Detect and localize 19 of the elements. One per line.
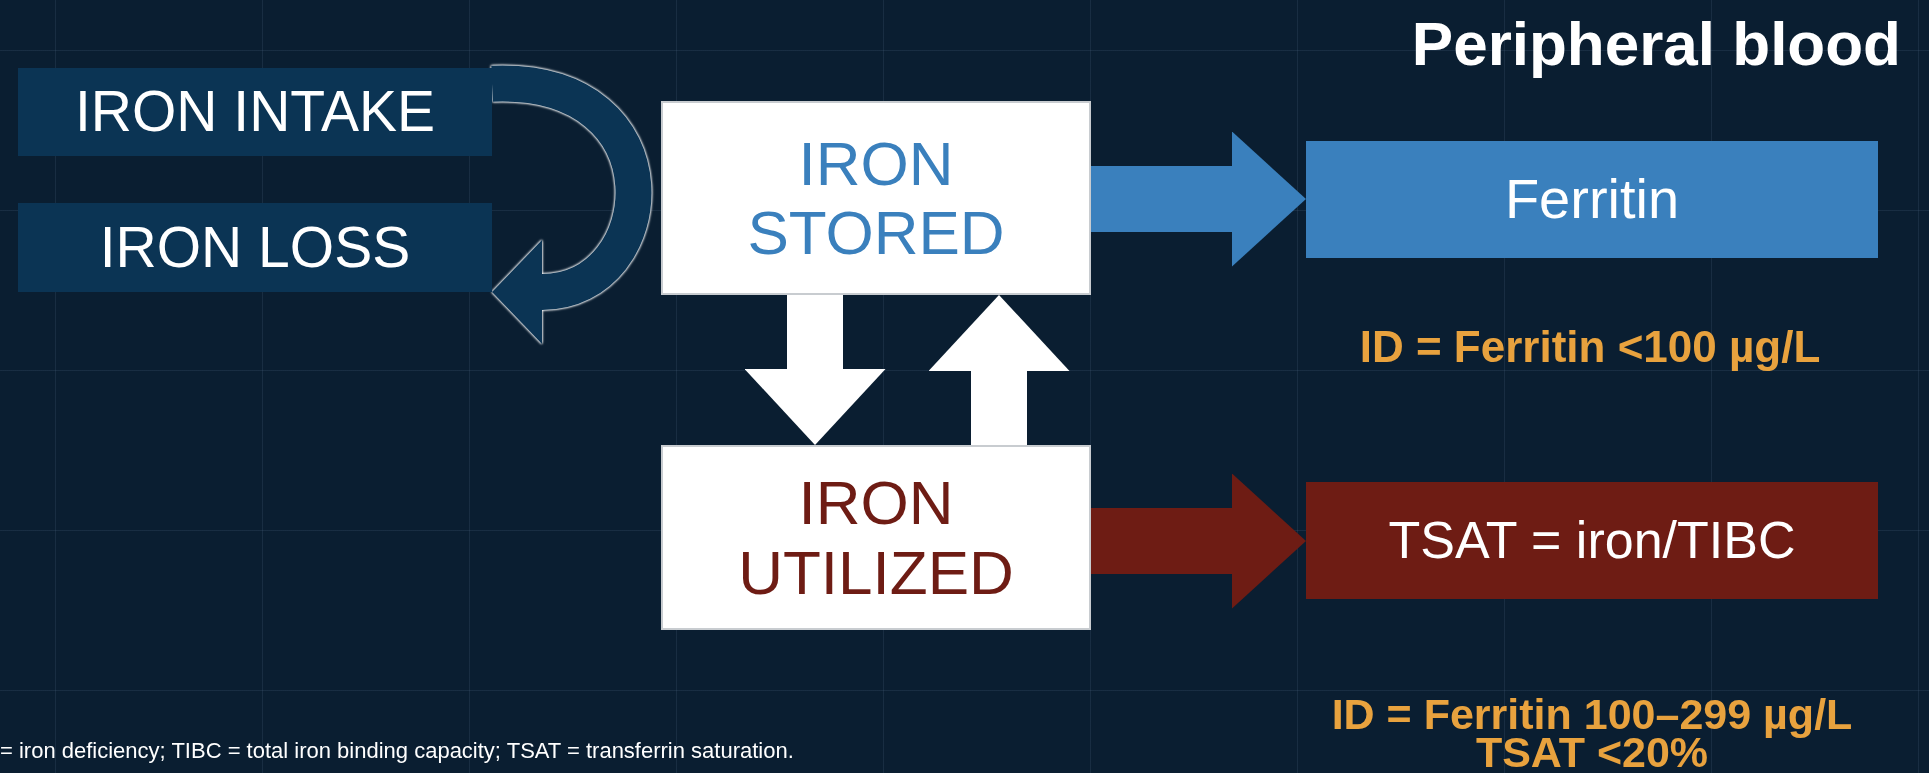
process-box: [661, 101, 1091, 295]
result-box: [1306, 141, 1878, 258]
node-label: IRON INTAKE: [75, 80, 435, 144]
block-arrow: [744, 295, 886, 445]
node-label: Ferritin: [1504, 168, 1680, 231]
footnote: = iron deficiency; TIBC = total iron binding capacity; TSAT = transferrin saturation.: [0, 738, 794, 764]
block-arrow: [1091, 131, 1306, 267]
process-box: [18, 203, 492, 292]
block-arrow: [928, 295, 1070, 445]
title: Peripheral blood: [1411, 8, 1901, 79]
node-label: IRON LOSS: [99, 215, 411, 280]
threshold-note: ID = Ferritin <100 µg/L: [1358, 322, 1822, 372]
result-box: [1306, 482, 1878, 599]
process-box: [661, 445, 1091, 630]
block-arrow: [1091, 473, 1306, 609]
node-label: TSAT = iron/TIBC: [1388, 511, 1796, 570]
node-label: IRON STORED: [746, 128, 1006, 268]
process-box: [18, 68, 492, 156]
node-label: IRON UTILIZED: [737, 468, 1015, 607]
